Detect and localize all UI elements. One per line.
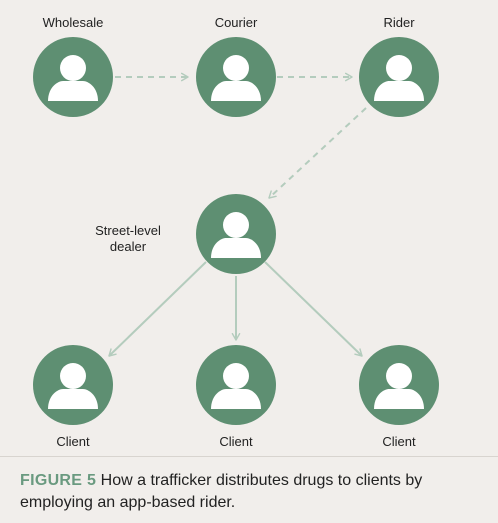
- dealer-label: Street-level dealer: [95, 223, 161, 254]
- client-right-label: Client: [382, 434, 416, 449]
- courier-label: Courier: [214, 15, 258, 30]
- caption-divider: [0, 456, 498, 457]
- wholesale-label: Wholesale: [42, 15, 104, 30]
- node-client-middle: [196, 345, 276, 425]
- figure-number: FIGURE 5: [20, 472, 97, 489]
- client-middle-label: Client: [219, 434, 253, 449]
- client-left-label: Client: [56, 434, 90, 449]
- figure-caption: FIGURE 5 How a trafficker distributes dr…: [20, 470, 482, 514]
- node-rider: [359, 37, 439, 117]
- arrow-dealer-to-client-right: [264, 261, 363, 357]
- distribution-diagram: [33, 37, 439, 425]
- node-dealer: [196, 194, 276, 274]
- arrow-dealer-to-client-left: [108, 261, 207, 357]
- node-client-left: [33, 345, 113, 425]
- caption-text: How a trafficker distributes drugs to cl…: [20, 472, 423, 511]
- rider-label: Rider: [383, 15, 415, 30]
- node-courier: [196, 37, 276, 117]
- node-wholesale: [33, 37, 113, 117]
- arrow-rider-to-dealer: [268, 107, 367, 199]
- node-client-right: [359, 345, 439, 425]
